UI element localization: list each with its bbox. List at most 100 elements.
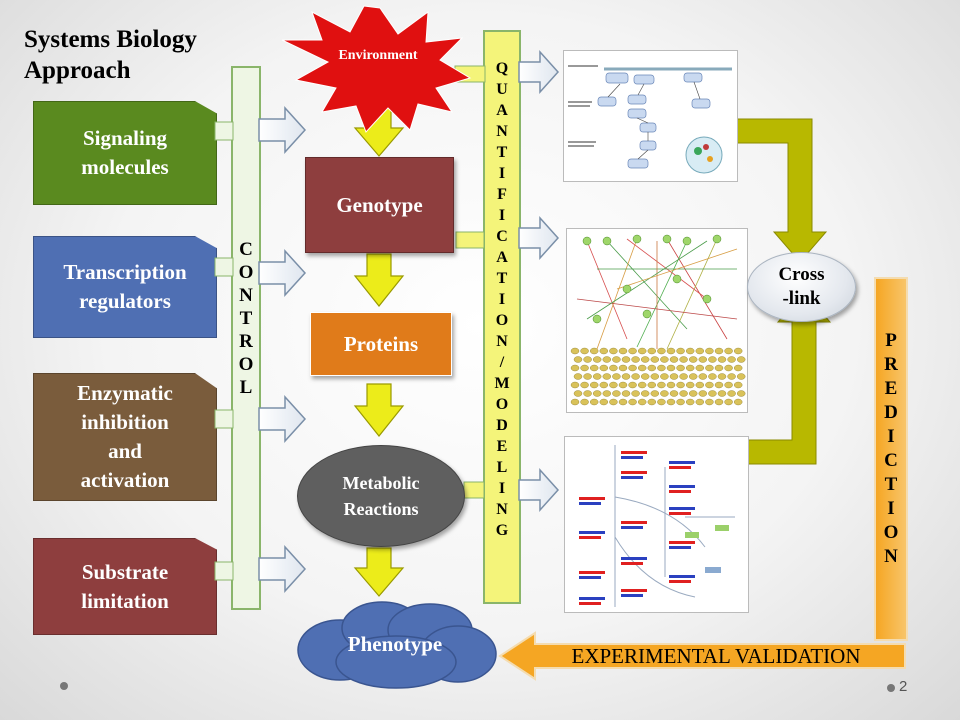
network-node <box>666 347 676 355</box>
control-letter: O <box>238 354 254 375</box>
map-value-mark <box>579 571 605 574</box>
arrow-pathway-to-crosslink <box>736 118 828 263</box>
network-node <box>660 356 669 363</box>
network-node <box>685 398 695 406</box>
network-node <box>628 381 637 389</box>
network-node <box>666 398 676 406</box>
map-value-mark <box>579 531 605 534</box>
control-letter: T <box>239 308 253 329</box>
substrate-connector <box>214 561 234 581</box>
map-value-mark <box>669 575 695 578</box>
arrow-control-to-proteins <box>258 249 307 297</box>
network-node <box>650 373 660 380</box>
network-node <box>631 356 640 363</box>
enzymatic-box: Enzymatic inhibition and activation <box>33 373 217 501</box>
prediction-letter: D <box>884 402 898 423</box>
arrow-quant-to-pathway <box>518 50 560 94</box>
network-node <box>705 398 714 406</box>
pathway-diagram-image <box>568 65 732 174</box>
network-node <box>593 373 602 380</box>
map-value-mark <box>621 451 647 454</box>
network-node <box>593 390 602 397</box>
network-node <box>628 364 637 372</box>
quantification-letter: I <box>498 165 506 182</box>
network-node <box>573 373 583 380</box>
network-node <box>599 347 608 355</box>
quantification-letter: E <box>496 438 508 455</box>
network-node <box>621 356 631 363</box>
network-node <box>640 390 650 397</box>
network-node <box>676 381 685 389</box>
network-node <box>609 364 618 372</box>
map-value-mark <box>621 594 643 597</box>
network-node <box>679 390 688 397</box>
network-node <box>580 347 589 355</box>
network-node <box>714 381 724 389</box>
quantification-letter: I <box>498 207 506 224</box>
arrow-proteins-to-metabolic <box>353 383 405 437</box>
network-node <box>599 398 608 406</box>
network-node <box>621 373 631 380</box>
environment-star <box>281 5 472 133</box>
map-value-mark <box>621 476 643 479</box>
map-value-mark <box>579 536 601 539</box>
prediction-letter: E <box>884 378 898 399</box>
network-node <box>685 364 695 372</box>
quantification-letter: G <box>495 522 509 539</box>
network-node <box>612 390 621 397</box>
transcription-regulators-box: Transcription regulators <box>33 236 217 338</box>
arrow-metabolic-to-phenotype <box>353 547 405 597</box>
pathway-diagram-panel <box>563 50 738 182</box>
network-node <box>580 398 589 406</box>
network-node <box>733 347 743 355</box>
network-node <box>573 356 583 363</box>
map-value-mark <box>669 541 695 544</box>
network-node <box>733 398 743 406</box>
network-node <box>717 373 727 380</box>
quantification-letter: A <box>496 102 508 119</box>
metabolic-reactions-ellipse: Metabolic Reactions <box>297 445 465 547</box>
network-node <box>612 373 621 380</box>
network-node <box>724 381 733 389</box>
map-value-mark <box>669 461 695 464</box>
network-node <box>717 356 727 363</box>
network-node <box>609 381 618 389</box>
map-value-mark <box>621 521 647 524</box>
network-node <box>637 398 647 406</box>
control-letter: R <box>239 331 253 352</box>
quantification-letter: A <box>496 249 508 266</box>
network-node <box>618 398 628 406</box>
network-node <box>609 347 618 355</box>
network-node <box>599 381 608 389</box>
map-value-mark <box>579 502 601 505</box>
network-node <box>708 373 717 380</box>
prediction-letter: P <box>885 330 897 351</box>
network-node <box>660 390 669 397</box>
map-value-mark <box>669 580 691 583</box>
network-node <box>618 364 628 372</box>
network-node <box>733 364 743 372</box>
network-node <box>724 398 733 406</box>
map-value-mark <box>669 490 691 493</box>
quantification-letter: D <box>496 417 508 434</box>
network-node <box>717 390 727 397</box>
map-value-mark <box>669 546 691 549</box>
control-letter: O <box>238 262 254 283</box>
validation-arrow <box>498 631 906 681</box>
network-node <box>621 390 631 397</box>
network-node <box>640 356 650 363</box>
network-node <box>685 347 695 355</box>
map-value-mark <box>669 507 695 510</box>
network-node <box>631 373 640 380</box>
network-node <box>570 381 580 389</box>
transcription-connector <box>214 257 234 277</box>
interaction-network-image <box>570 234 746 406</box>
map-value-mark <box>621 557 647 560</box>
quantification-letter: I <box>498 480 506 497</box>
prediction-letter: I <box>887 498 895 519</box>
arrow-control-to-phenotype <box>258 545 307 593</box>
